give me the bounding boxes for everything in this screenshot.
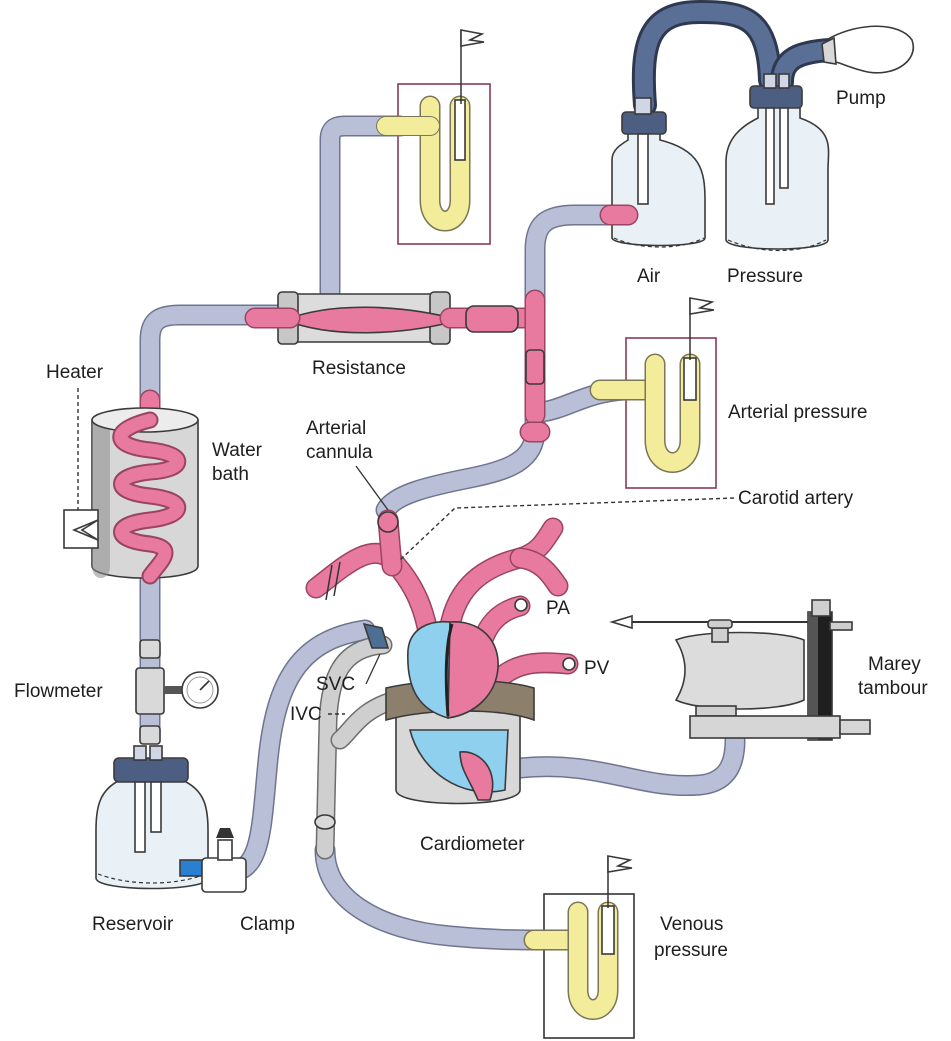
vena-cava-tubes [315,624,395,850]
pa-label: PA [546,598,570,619]
resistance-manometer [398,30,490,244]
arterial-pressure-manometer [600,298,716,488]
clamp-label: Clamp [240,914,295,935]
pressure-bottle [726,74,829,251]
pump-bulb [822,26,913,73]
arterial-cannula-label-line1: Arterial [306,418,366,439]
marey-tambour [612,600,870,740]
arterial-pressure-label: Arterial pressure [728,402,867,423]
marey-tambour-label-line1: Marey [868,654,921,675]
water-bath [92,408,198,578]
ivc-label: IVC [290,704,322,725]
venous-pressure-label-line2: pressure [654,940,728,961]
air-label: Air [637,266,661,287]
water-bath-label-line2: bath [212,464,249,485]
water-bath-label-line1: Water [212,440,263,461]
pressure-label: Pressure [727,266,803,287]
flowmeter-label: Flowmeter [14,681,103,702]
venous-pressure-label-line1: Venous [660,914,723,935]
tubing-network [150,126,735,940]
arterial-cannula-label-line2: cannula [306,442,373,463]
heater-label: Heater [46,362,104,383]
svc-label: SVC [316,674,355,695]
carotid-artery-label: Carotid artery [738,488,854,509]
reservoir [96,746,208,889]
reservoir-label: Reservoir [92,914,174,935]
pv-label: PV [584,658,610,679]
cardiometer-label: Cardiometer [420,834,525,855]
venous-pressure-manometer [534,856,634,1038]
pump-label: Pump [836,88,886,109]
resistance-label: Resistance [312,358,406,379]
flowmeter [136,640,218,744]
marey-tambour-label-line2: tambour [858,678,928,699]
